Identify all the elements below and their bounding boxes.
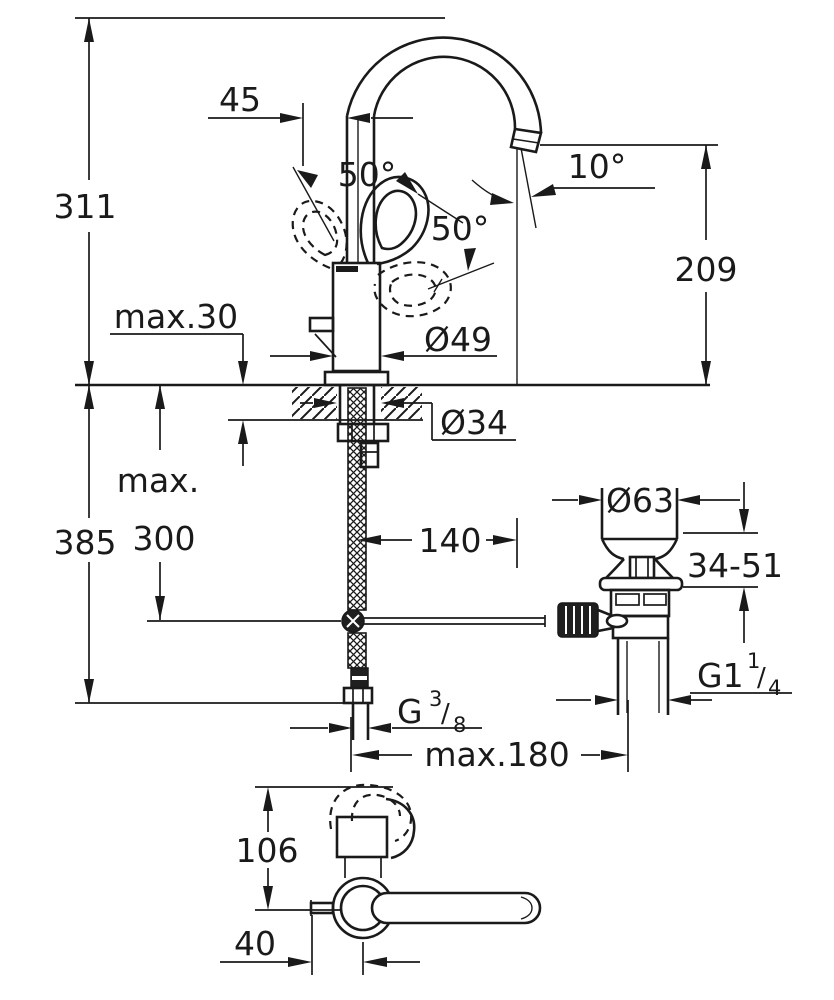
dim-label-50-right: 50° [431, 209, 490, 248]
rod-clamp-knob [557, 602, 599, 638]
dim-label-106: 106 [236, 831, 299, 870]
waste-tailpipe [616, 638, 670, 715]
dim-label-g-den: 8 [453, 713, 466, 737]
dim-10deg: 10° [471, 147, 655, 385]
waste-cap [600, 488, 679, 541]
dim-label-40: 40 [234, 924, 276, 963]
dim-label-140: 140 [419, 521, 482, 560]
dim-max180: max.180 [350, 700, 629, 774]
faucet-body [308, 261, 390, 387]
dim-label-50-left: 50° [338, 155, 397, 194]
dim-label-max: max. [117, 461, 199, 500]
dim-g38: G 3 / 8 [290, 687, 482, 737]
spout-gooseneck [345, 36, 543, 263]
dim-label-385: 385 [54, 523, 117, 562]
supply-tailpiece [351, 703, 370, 740]
dim-label-g1: G1 [697, 656, 744, 695]
top-view-lever [370, 891, 542, 925]
spout-mousseur [509, 127, 543, 154]
waste-flange [598, 576, 684, 592]
dim-label-311: 311 [54, 187, 117, 226]
dim-label-300: 300 [133, 519, 196, 558]
dim-label-49: Ø49 [424, 320, 492, 359]
dim-50-right: 50° [431, 209, 490, 271]
dim-63: Ø63 [552, 481, 740, 520]
handle-loop-solid [359, 175, 430, 266]
top-view-stub [309, 901, 335, 915]
dim-385: 385 [54, 385, 352, 704]
pop-up-rod [364, 615, 581, 627]
dim-209: 209 [540, 144, 738, 385]
dim-40: 40 [220, 915, 420, 975]
waste-assembly [557, 488, 684, 715]
dim-45: 45 [208, 80, 413, 166]
dim-label-g-num: 3 [429, 687, 442, 711]
dim-label-209: 209 [675, 250, 738, 289]
dim-label-34: Ø34 [440, 403, 508, 442]
dim-label-34-51: 34-51 [687, 546, 783, 585]
dim-label-g1-den: 4 [768, 676, 781, 700]
dim-label-g1-slash: / [757, 663, 766, 693]
dim-140: 140 [357, 518, 518, 568]
dim-max300: max. 300 [117, 385, 341, 622]
tilted-stream-line [520, 147, 537, 229]
dim-label-max180: max.180 [424, 735, 569, 774]
dim-label-45: 45 [219, 80, 261, 119]
handle-position-right-dashed [373, 261, 495, 318]
dim-label-g: G [397, 692, 423, 731]
top-view [309, 783, 542, 940]
dim-label-63: Ø63 [606, 481, 674, 520]
dim-g114: G1 1 / 4 [556, 649, 792, 705]
dim-106: 106 [236, 786, 393, 911]
side-stub [308, 316, 335, 333]
dim-34-51: 34-51 [683, 482, 783, 643]
dim-label-max30: max.30 [114, 297, 238, 336]
dim-311: 311 [54, 17, 445, 385]
dim-49: Ø49 [270, 320, 497, 361]
dim-label-g1-num: 1 [747, 649, 760, 673]
dim-label-10deg: 10° [568, 147, 627, 186]
handle-position-left-dashed [291, 199, 348, 270]
dim-label-g-slash: / [441, 699, 450, 729]
dim-max30: max.30 [110, 297, 248, 466]
dim-50-left: 50° [292, 155, 464, 242]
supply-hose [341, 387, 374, 740]
dim-34: Ø34 [300, 398, 516, 442]
